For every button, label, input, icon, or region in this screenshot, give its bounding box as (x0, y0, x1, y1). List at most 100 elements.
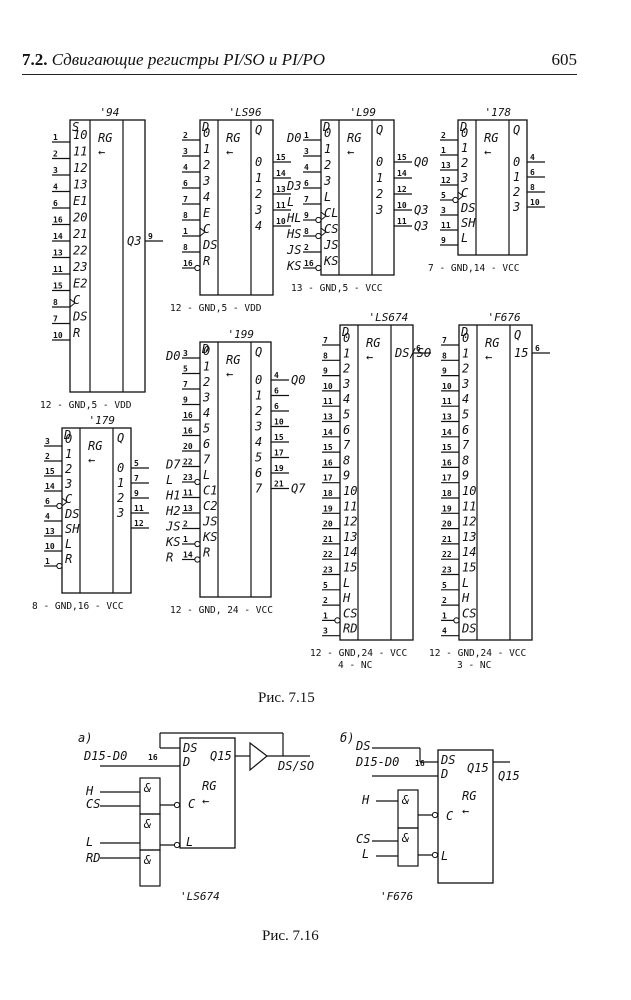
signal-name: JS (165, 520, 180, 534)
pin-number: 5 (442, 581, 447, 590)
pin-number: 1 (45, 557, 50, 566)
pin-number: 3 (183, 349, 188, 358)
pin-number: 2 (441, 131, 446, 140)
pin-number: 15 (53, 282, 63, 291)
pin-number: 15 (274, 433, 284, 442)
inversion-bubble-icon (453, 617, 460, 624)
pin-number: 22 (442, 550, 452, 559)
pin-number: 19 (323, 504, 333, 513)
inversion-bubble-icon (194, 540, 201, 548)
pin-number: 14 (276, 169, 286, 178)
inversion-bubble-icon (173, 841, 181, 849)
chip-power-note: 12 - GND, 24 - VCC (170, 605, 273, 616)
fig-b-tag: б) (340, 731, 354, 745)
pin-label: C (73, 293, 81, 307)
pin-label: E (203, 206, 211, 220)
bus-width: 16 (148, 753, 158, 762)
shift-arrow-icon: ← (202, 794, 209, 808)
pin-number: 2 (183, 520, 188, 529)
pin-label: 3 (254, 203, 262, 217)
pin-label: D (440, 767, 448, 781)
pin-number: 7 (442, 336, 447, 345)
pin-label: 3 (460, 171, 468, 185)
pin-number: 7 (183, 195, 188, 204)
pin-label: L (324, 190, 331, 204)
signal-name: H2 (165, 504, 180, 518)
pin-number: 12 (441, 176, 451, 185)
shift-arrow-icon: ← (462, 804, 469, 818)
pin-number: 11 (323, 397, 333, 406)
pin-number: 10 (442, 382, 452, 391)
signal-name: D0 (286, 131, 301, 145)
pin-label: 2 (117, 491, 124, 505)
pin-number: 21 (323, 535, 333, 544)
chip-body (458, 324, 533, 641)
pin-label: CS (324, 222, 338, 236)
pin-label: Q15 (467, 761, 489, 775)
clock-input-icon (199, 227, 206, 237)
output-header: Q (255, 123, 262, 137)
pin-number: 2 (183, 131, 188, 140)
pin-label: 2 (255, 404, 262, 418)
input-label: CS (86, 797, 100, 811)
chip-power-note: 12 - GND,24 - VCC (429, 648, 526, 659)
and-gate (139, 777, 161, 815)
pin-label: CS (462, 606, 476, 620)
section-title-text: Сдвигающие регистры PI/SO и PI/PO (51, 50, 326, 69)
pin-number: 4 (53, 183, 58, 192)
pin-label: 1 (376, 171, 383, 185)
chip-nc-note: 4 - NC (338, 660, 372, 671)
pin-label: 1 (324, 142, 331, 156)
input-header: D (63, 428, 71, 442)
pin-number: 11 (441, 221, 451, 230)
pin-number: 13 (183, 504, 193, 513)
pin-label: 8 (462, 453, 469, 467)
pin-number: 6 (45, 497, 50, 506)
register-ls674 (179, 737, 236, 849)
pin-number: 6 (274, 387, 279, 396)
chip-name: 'LS674 (180, 890, 220, 903)
rg-label: RG (366, 336, 380, 350)
pin-label: 2 (65, 462, 72, 476)
register-f676 (437, 749, 494, 884)
pin-number: 18 (323, 489, 333, 498)
pin-number: 5 (441, 191, 446, 200)
and-gate (397, 827, 419, 867)
pin-label: 3 (202, 174, 210, 188)
pin-number: 1 (183, 535, 188, 544)
input-header: D (322, 120, 330, 134)
pin-number: 15 (323, 443, 333, 452)
chip-body (199, 119, 274, 296)
clock-input-icon (69, 298, 76, 308)
inversion-bubble-icon (431, 811, 439, 819)
pin-number: 1 (441, 146, 446, 155)
pin-number: 11 (53, 265, 63, 274)
chip-name: 'F676 (488, 311, 521, 324)
pin-label: 0 (117, 461, 124, 475)
pin-label: 1 (513, 170, 520, 184)
chip-name: 'F676 (380, 890, 413, 903)
pin-number: 3 (45, 437, 50, 446)
pin-label: 10 (73, 128, 87, 142)
and-gate (397, 789, 419, 829)
pin-number: 23 (323, 566, 333, 575)
pin-number: 7 (323, 336, 328, 345)
pin-number: 23 (442, 566, 452, 575)
pin-label: 2 (203, 375, 210, 389)
pin-label: 0 (513, 155, 520, 169)
pin-label: 0 (343, 331, 350, 345)
pin-number: 11 (442, 397, 452, 406)
pin-number: 8 (183, 211, 188, 220)
signal-name: Q0 (414, 155, 428, 169)
inversion-bubble-icon (452, 196, 459, 204)
input-label: DS (355, 739, 370, 753)
pin-label: L (461, 231, 468, 245)
pin-label: H (461, 591, 470, 605)
pin-label: 0 (255, 155, 262, 169)
pin-number: 7 (183, 380, 188, 389)
inversion-bubble-icon (194, 264, 201, 272)
pin-label: 21 (73, 227, 87, 241)
pin-label: 6 (462, 423, 469, 437)
chip-body (61, 427, 132, 594)
